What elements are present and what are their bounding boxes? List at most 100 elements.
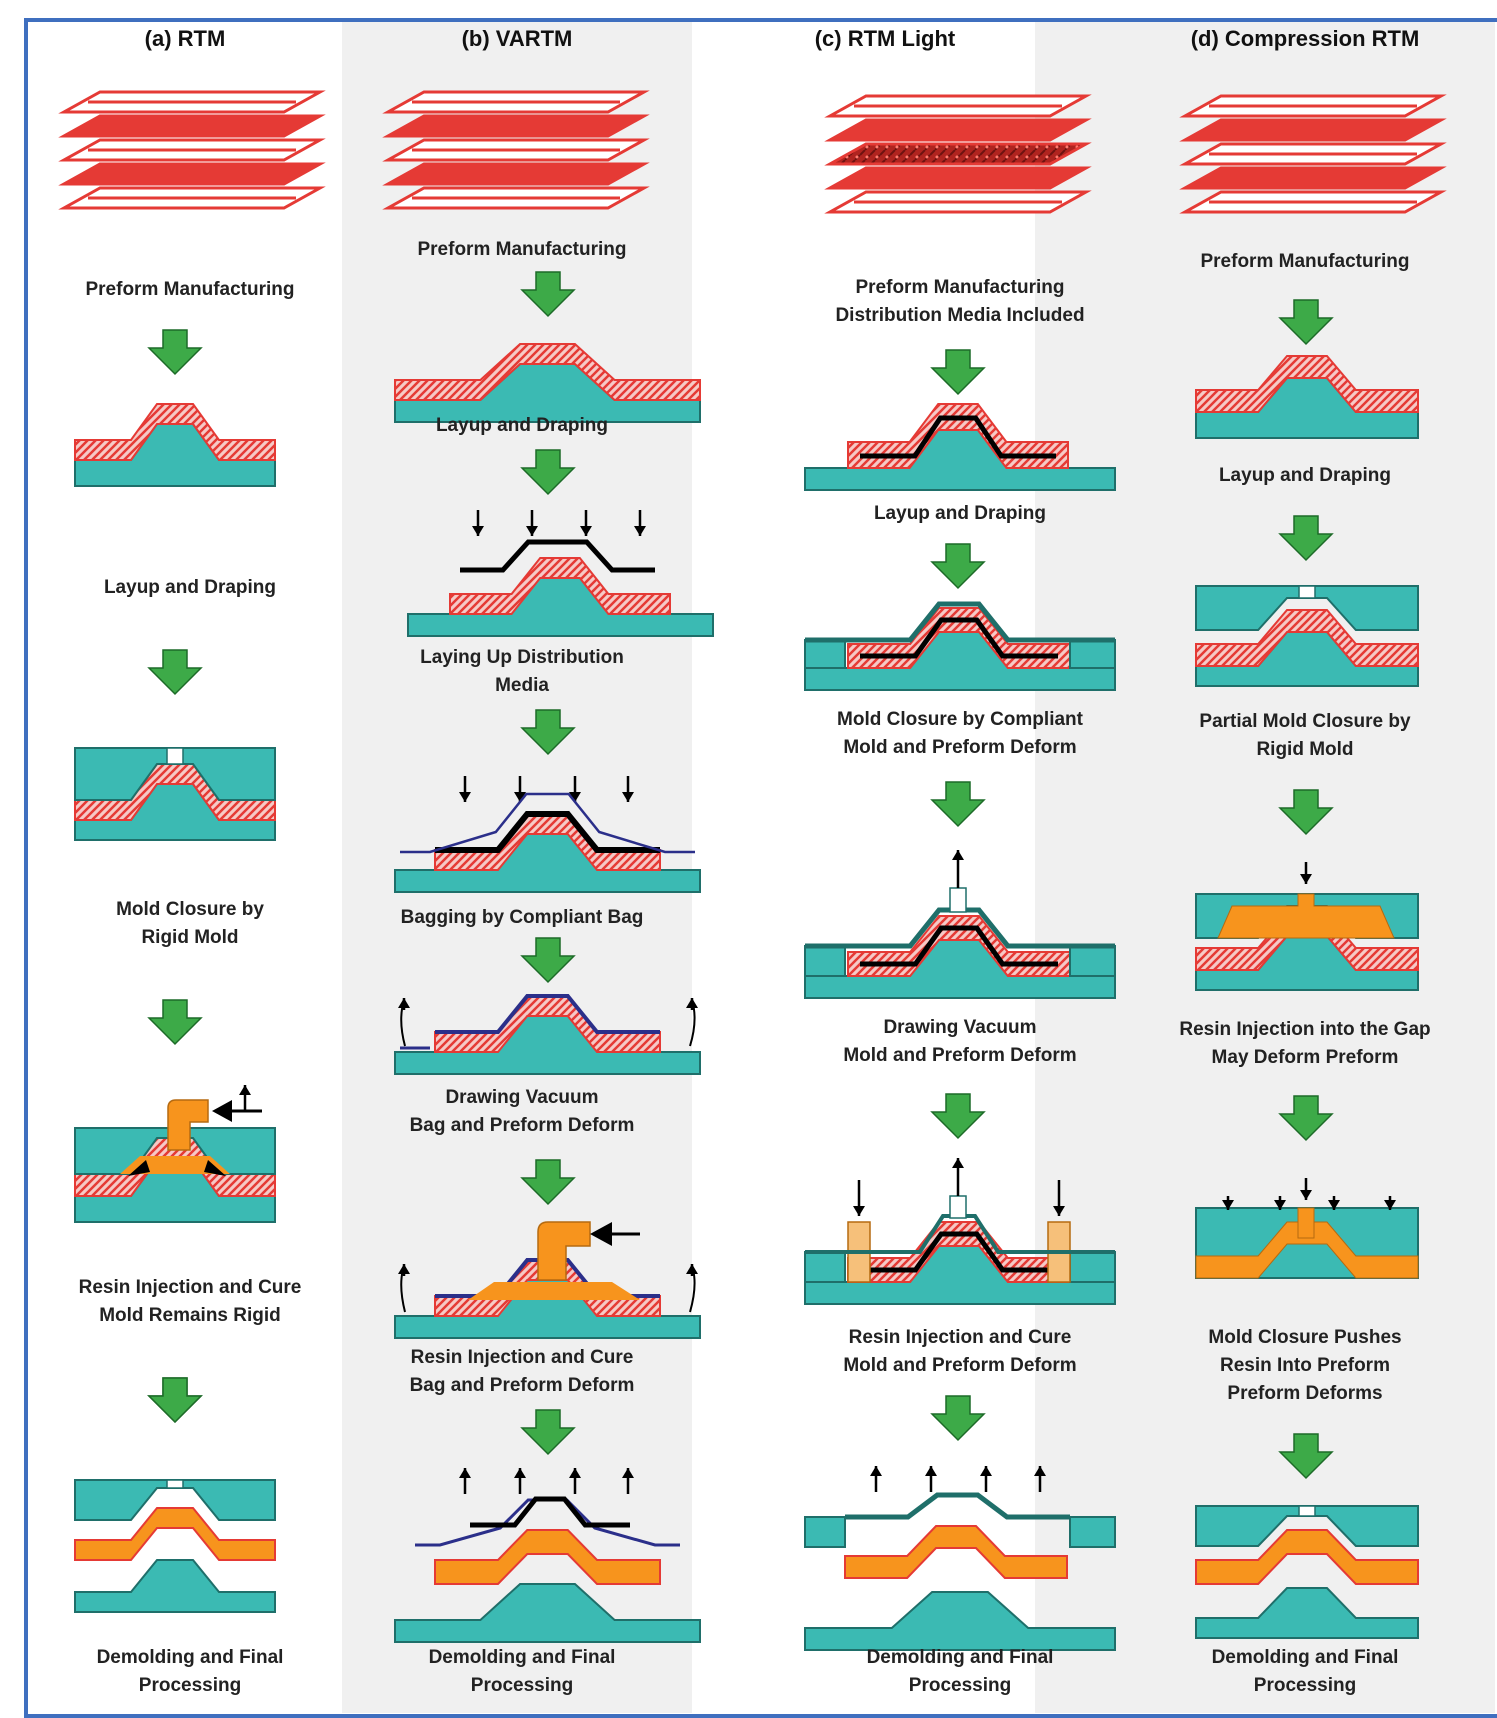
compliant-mold-flange — [1069, 1516, 1116, 1548]
lower-mold — [394, 1583, 701, 1643]
injection-gate — [166, 1479, 184, 1489]
process-arrow-icon — [930, 543, 986, 590]
pressure-arrow-head-icon — [925, 1466, 937, 1476]
pressure-arrow-head-icon — [1053, 1206, 1065, 1216]
preform-sheet — [1179, 166, 1447, 190]
step-caption: Layup and Draping — [435, 415, 609, 436]
column-title-rtm: (a) RTM — [144, 26, 226, 51]
pressure-arrow-head-icon — [1384, 1200, 1396, 1210]
pressure-arrow-head-icon — [569, 1468, 581, 1478]
step-caption: Demolding and Final Processing — [96, 1647, 284, 1696]
preform-layer — [1195, 1529, 1419, 1585]
compliant-mold — [805, 601, 1115, 643]
process-arrow-icon — [520, 937, 576, 984]
process-arrow-icon — [520, 271, 576, 318]
preform-sheet — [382, 162, 650, 186]
pressure-arrow-head-icon — [569, 792, 581, 802]
step-caption: Mold Closure Pushes Resin Into Preform P… — [1208, 1327, 1402, 1404]
process-arrow-icon — [930, 1395, 986, 1442]
pressure-arrow-head-icon — [686, 998, 698, 1008]
step-caption: Layup and Draping — [103, 577, 277, 598]
resin-injection — [167, 1099, 209, 1151]
pressure-arrow-head-icon — [398, 998, 410, 1008]
step-caption: Demolding and Final Processing — [1211, 1647, 1399, 1696]
preform-layer — [844, 1525, 1068, 1579]
pressure-arrow-head-icon — [580, 526, 592, 536]
step-caption: Partial Mold Closure by Rigid Mold — [1199, 711, 1411, 760]
resin-gap — [1217, 893, 1395, 939]
pressure-arrow-head-icon — [952, 850, 964, 860]
column-title-compression-rtm: (d) Compression RTM — [1190, 26, 1420, 51]
distribution-media — [860, 925, 1058, 967]
distribution-media — [460, 539, 655, 573]
process-arrow-icon — [930, 1093, 986, 1140]
compliant-mold-flange — [1069, 639, 1116, 669]
pressure-arrow-head-icon — [459, 1468, 471, 1478]
step-caption: Demolding and Final Processing — [428, 1647, 616, 1696]
preform-sheet — [824, 142, 1092, 166]
step-caption: Drawing Vacuum Bag and Preform Deform — [409, 1087, 635, 1136]
upper-mold — [74, 1127, 276, 1175]
step-caption: Layup and Draping — [873, 503, 1047, 524]
process-arrow-icon — [520, 1409, 576, 1456]
process-arrow-icon — [520, 1159, 576, 1206]
pressure-arrow-head-icon — [952, 1158, 964, 1168]
process-arrow-icon — [1278, 1433, 1334, 1480]
distribution-media — [470, 1496, 630, 1528]
preform-layer — [1195, 355, 1419, 413]
preform-sheet — [58, 162, 326, 186]
pressure-arrow-head-icon — [622, 792, 634, 802]
step-caption: Preform Manufacturing — [1200, 251, 1410, 272]
process-arrow-icon — [930, 781, 986, 828]
preform-sheet — [824, 118, 1092, 142]
pressure-arrow-head-icon — [686, 1264, 698, 1274]
column-title-vartm: (b) VARTM — [461, 26, 573, 51]
resin-filled-preform — [1195, 1221, 1419, 1279]
upper-mold — [1195, 1505, 1419, 1547]
step-caption: Preform Manufacturing — [417, 239, 627, 260]
column-title-rtm-light: (c) RTM Light — [814, 26, 956, 51]
distribution-media — [860, 1231, 1058, 1273]
pressure-arrow-head-icon — [1034, 1466, 1046, 1476]
pressure-arrow-head-icon — [472, 526, 484, 536]
inlet-arrow-icon — [590, 1222, 612, 1246]
step-caption: Preform Manufacturing Distribution Media… — [835, 277, 1085, 326]
compliant-mold — [845, 1492, 1070, 1520]
step-caption: Bagging by Compliant Bag — [400, 907, 644, 928]
compliant-mold-flange — [804, 1516, 846, 1548]
upper-mold — [1195, 585, 1419, 631]
step-caption: Resin Injection and Cure Mold and Prefor… — [843, 1327, 1077, 1376]
pressure-arrow-head-icon — [634, 526, 646, 536]
compliant-mold-flange — [804, 1251, 846, 1283]
compliant-mold-flange — [804, 945, 846, 977]
preform-layer — [394, 343, 701, 401]
step-caption: Resin Injection into the Gap May Deform … — [1179, 1019, 1431, 1068]
pressure-arrow-head-icon — [1222, 1200, 1234, 1210]
injection-gate — [1298, 585, 1316, 599]
compliant-mold-flange — [1069, 945, 1116, 977]
pressure-arrow-head-icon — [459, 792, 471, 802]
pressure-arrow-head-icon — [1274, 1200, 1286, 1210]
flow-arrow-icon — [204, 1160, 226, 1176]
step-caption: Mold Closure by Rigid Mold — [116, 899, 264, 948]
step-caption: Mold Closure by Compliant Mold and Prefo… — [837, 709, 1083, 758]
step-caption: Laying Up Distribution Media — [420, 647, 624, 696]
step-caption: Resin Injection and Cure Mold Remains Ri… — [78, 1277, 302, 1326]
process-arrow-icon — [147, 649, 203, 696]
process-arrow-icon — [147, 1377, 203, 1424]
vacuum-bag — [400, 792, 695, 854]
process-arrow-icon — [147, 329, 203, 376]
step-caption: Demolding and Final Processing — [866, 1647, 1054, 1696]
preform-layer — [449, 557, 671, 615]
process-arrow-icon — [1278, 515, 1334, 562]
lower-mold — [804, 1591, 1116, 1651]
preform-sheet — [382, 114, 650, 138]
compliant-mold-flange — [804, 639, 846, 669]
process-arrow-icon — [520, 709, 576, 756]
pressure-arrow-head-icon — [1300, 1190, 1312, 1200]
injection-gate — [1298, 1505, 1316, 1517]
process-arrow-icon — [147, 999, 203, 1046]
step-caption: Drawing Vacuum Mold and Preform Deform — [843, 1017, 1077, 1066]
distribution-media — [860, 617, 1058, 659]
